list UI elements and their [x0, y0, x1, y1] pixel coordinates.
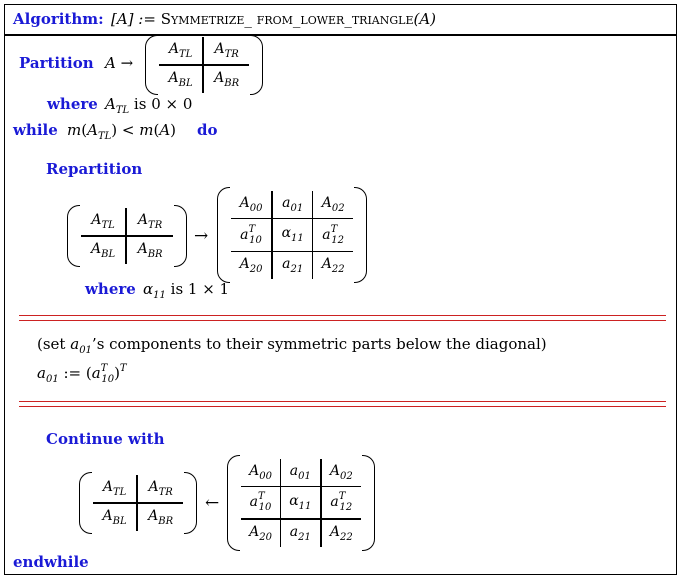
while-condition: m(ATL) < m(A) — [67, 121, 177, 142]
partition-keyword: Partition — [19, 54, 94, 72]
cell-atr: ATR — [126, 208, 173, 237]
assign-prefix: [A] := — [111, 10, 161, 28]
algorithm-box: Algorithm: [A] := Symmetrize_ from_lower… — [4, 4, 677, 575]
partition-where-keyword: where — [47, 95, 98, 113]
continue-left-grid: ATL ATR ABL ABR — [93, 475, 183, 531]
repartition-keyword: Repartition — [46, 160, 143, 178]
while-keyword: while — [13, 121, 58, 139]
repartition-right-matrix: A00 a01 A02 aT10 α11 aT12 A20 a21 A22 — [217, 187, 367, 283]
cell-atr: ATR — [203, 37, 249, 66]
cell-abr: ABR — [214, 70, 240, 89]
left-paren — [217, 187, 230, 283]
left-paren — [145, 35, 158, 95]
separator-bottom — [19, 401, 666, 407]
cell-alpha11: α11 — [280, 486, 322, 521]
endwhile-keyword: endwhile — [13, 553, 89, 571]
cell-atl: ATL — [93, 475, 139, 504]
algorithm-label: Algorithm: — [13, 10, 104, 28]
algorithm-signature: [A] := Symmetrize_ from_lower_triangle(A… — [111, 10, 436, 28]
cell-a20: A20 — [231, 251, 274, 279]
cell-abl: ABL — [159, 65, 205, 93]
cell-abl: ABL — [81, 236, 128, 264]
partition-matrix: ATL ATR ABL ABR — [145, 35, 263, 95]
right-paren — [250, 35, 263, 95]
continue-right-grid: A00 a01 A02 aT10 α11 aT12 A20 a21 A22 — [241, 459, 361, 547]
cell-a00: A00 — [241, 459, 282, 487]
cell-abr: ABR — [137, 241, 163, 260]
function-arg: (A) — [413, 10, 437, 28]
algorithm-header: Algorithm: [A] := Symmetrize_ from_lower… — [5, 5, 676, 36]
right-paren — [354, 187, 367, 283]
right-paren — [184, 472, 197, 534]
cell-a22: A22 — [321, 255, 345, 275]
cell-a01: a01 — [272, 191, 314, 220]
partition-where-text: ATL is 0 × 0 — [105, 95, 193, 116]
repartition-left-grid: ATL ATR ABL ABR — [81, 208, 173, 264]
repartition-where-text: α11 is 1 × 1 — [143, 280, 230, 301]
cell-a00: A00 — [231, 191, 274, 220]
cell-a20: A20 — [241, 519, 282, 547]
cell-abl: ABL — [93, 503, 139, 531]
right-paren — [174, 205, 187, 267]
cell-a21: a21 — [272, 251, 314, 279]
repartition-left-matrix: ATL ATR ABL ABR — [67, 205, 187, 267]
cell-a10t: aT10 — [231, 218, 274, 252]
cell-atr: ATR — [137, 475, 183, 504]
cell-a10t: aT10 — [241, 486, 282, 521]
cell-a21: a21 — [280, 519, 322, 547]
cell-a02: A02 — [320, 459, 361, 487]
cell-a01: a01 — [280, 459, 322, 487]
update-comment: (set a01’s components to their symmetric… — [37, 335, 547, 356]
cell-atl: ATL — [81, 208, 128, 237]
repartition-arrow: → — [194, 226, 209, 246]
cell-a02: A02 — [312, 191, 353, 220]
continue-arrow: ← — [205, 493, 220, 513]
continue-right-matrix: A00 a01 A02 aT10 α11 aT12 A20 a21 A22 — [227, 455, 375, 551]
partition-grid: ATL ATR ABL ABR — [159, 37, 249, 93]
separator-top — [19, 315, 666, 321]
function-name: Symmetrize_ from_lower_triangle — [160, 10, 414, 28]
cell-a22: A22 — [329, 524, 353, 544]
cell-a12t: aT12 — [320, 486, 361, 521]
do-keyword: do — [197, 121, 218, 139]
cell-abr: ABR — [148, 508, 174, 527]
repartition-where-keyword: where — [85, 280, 136, 298]
cell-alpha11: α11 — [272, 218, 314, 252]
cell-a12t: aT12 — [312, 218, 353, 252]
left-paren — [67, 205, 80, 267]
update-statement: a01 := (aT10)T — [37, 363, 127, 385]
right-paren — [362, 455, 375, 551]
continue-keyword: Continue with — [46, 430, 165, 448]
partition-lhs: A → — [105, 54, 134, 72]
left-paren — [227, 455, 240, 551]
left-paren — [79, 472, 92, 534]
repartition-right-grid: A00 a01 A02 aT10 α11 aT12 A20 a21 A22 — [231, 191, 353, 279]
continue-left-matrix: ATL ATR ABL ABR — [79, 472, 197, 534]
cell-atl: ATL — [159, 37, 205, 66]
